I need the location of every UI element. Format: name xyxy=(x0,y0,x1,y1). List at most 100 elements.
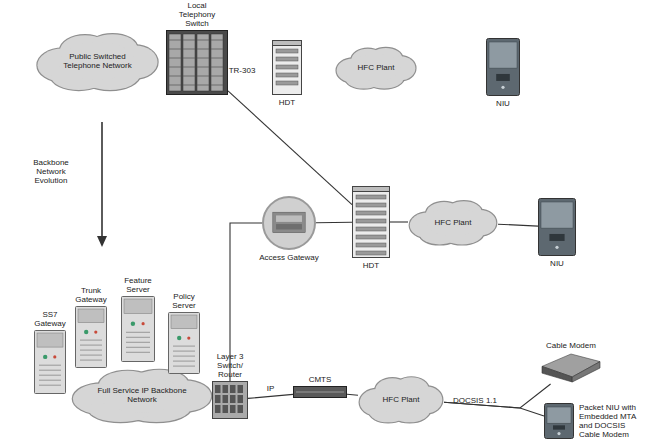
cloud-label: Full Service IP Backbone Network xyxy=(92,366,192,424)
equipment-node: Access Gateway xyxy=(262,196,316,250)
niu-icon xyxy=(544,403,574,439)
rack-slot xyxy=(183,40,195,41)
cabinet-slot xyxy=(356,195,386,199)
server-bay xyxy=(124,299,152,314)
equipment-label: Packet NIU with Embedded MTA and DOCSIS … xyxy=(579,403,641,439)
rack-slot xyxy=(197,67,209,68)
cabinet-slot xyxy=(276,65,298,69)
rack-slot xyxy=(197,58,209,59)
rack-slot xyxy=(169,85,181,86)
server-vent xyxy=(126,337,150,338)
cabinet-slot xyxy=(276,57,298,61)
router-port xyxy=(223,385,229,393)
cabinet-body xyxy=(353,187,390,258)
server-light xyxy=(53,355,56,358)
server-vent xyxy=(126,347,150,348)
equipment-node: Trunk Gateway xyxy=(75,306,107,368)
server-light xyxy=(84,330,88,334)
server-vent xyxy=(173,366,195,367)
cabinet-slot xyxy=(276,81,298,85)
server-vent xyxy=(80,355,102,356)
server-vent xyxy=(173,356,195,357)
gateway-chassis xyxy=(273,212,305,233)
hdt-icon xyxy=(272,40,302,95)
niu-panel xyxy=(489,42,517,68)
cabinet-slot xyxy=(356,251,386,255)
server-vent xyxy=(80,360,102,361)
rack-slot xyxy=(169,76,181,77)
server-tower xyxy=(122,297,155,362)
rack-slot xyxy=(183,85,195,86)
router-port xyxy=(223,405,229,413)
cabinet-slot xyxy=(356,243,386,247)
rack-frame xyxy=(167,31,228,95)
rack-slot xyxy=(183,58,195,59)
hdt-icon xyxy=(352,186,390,258)
rack-slot xyxy=(211,58,223,59)
server-icon xyxy=(75,306,107,368)
network-cloud: HFC Plant xyxy=(408,198,498,246)
rack-slot xyxy=(183,76,195,77)
equipment-node: HDT xyxy=(272,40,302,95)
niu-body xyxy=(487,39,520,96)
rack-slot xyxy=(211,49,223,50)
cabinet-slot xyxy=(356,235,386,239)
equipment-node: NIU xyxy=(486,38,520,96)
router-port xyxy=(238,395,244,403)
server-vent xyxy=(39,370,61,371)
network-cloud: HFC Plant xyxy=(358,374,444,424)
server-vent xyxy=(39,365,61,366)
server-vent xyxy=(80,340,102,341)
connector-line xyxy=(390,221,408,222)
rack-slot xyxy=(169,40,181,41)
equipment-node: Packet NIU with Embedded MTA and DOCSIS … xyxy=(544,403,574,439)
niu-port xyxy=(549,234,564,241)
equipment-node: Local Telephony Switch xyxy=(166,30,228,95)
equipment-node: NIU xyxy=(538,198,576,256)
niu-body xyxy=(545,404,574,439)
niu-body xyxy=(539,199,576,256)
gateway-front xyxy=(276,215,302,221)
server-vent xyxy=(126,332,150,333)
cabinet-slot xyxy=(356,211,386,215)
equipment-node: Cable Modem xyxy=(540,352,602,384)
rack-slot xyxy=(211,76,223,77)
equipment-label: Layer 3 Switch/ Router xyxy=(213,352,247,379)
rack-slot xyxy=(183,49,195,50)
cmts-body xyxy=(294,387,347,398)
equipment-node: HDT xyxy=(352,186,390,258)
equipment-label: HDT xyxy=(351,261,391,270)
rack-slot xyxy=(197,49,209,50)
rack-slot xyxy=(183,67,195,68)
router-port xyxy=(215,395,221,403)
evolution-arrow-shaft xyxy=(101,122,103,238)
connector-line xyxy=(498,224,538,226)
equipment-label: NIU xyxy=(537,259,577,268)
server-icon xyxy=(34,330,66,394)
niu-panel xyxy=(541,202,573,228)
rack-panel xyxy=(197,34,209,91)
server-light xyxy=(43,355,47,359)
router-port xyxy=(223,395,229,403)
router-port xyxy=(230,395,236,403)
equipment-label: Feature Server xyxy=(118,276,158,294)
modem-side xyxy=(542,366,572,382)
rack-slot xyxy=(169,67,181,68)
server-vent xyxy=(173,346,195,347)
rack-slot xyxy=(211,67,223,68)
modem-side xyxy=(572,362,600,382)
rack-slot xyxy=(211,40,223,41)
niu-icon xyxy=(538,198,576,256)
router-port xyxy=(238,385,244,393)
server-bay xyxy=(37,333,63,347)
server-light xyxy=(94,330,97,333)
server-vent xyxy=(126,352,150,353)
niu-panel xyxy=(547,407,571,423)
niu-screw xyxy=(557,432,560,435)
cabinet-slot xyxy=(356,203,386,207)
server-tower xyxy=(169,313,200,374)
equipment-label: Access Gateway xyxy=(249,253,329,262)
niu-screw xyxy=(555,246,558,249)
cabinet-slot xyxy=(356,227,386,231)
server-light xyxy=(177,336,181,340)
